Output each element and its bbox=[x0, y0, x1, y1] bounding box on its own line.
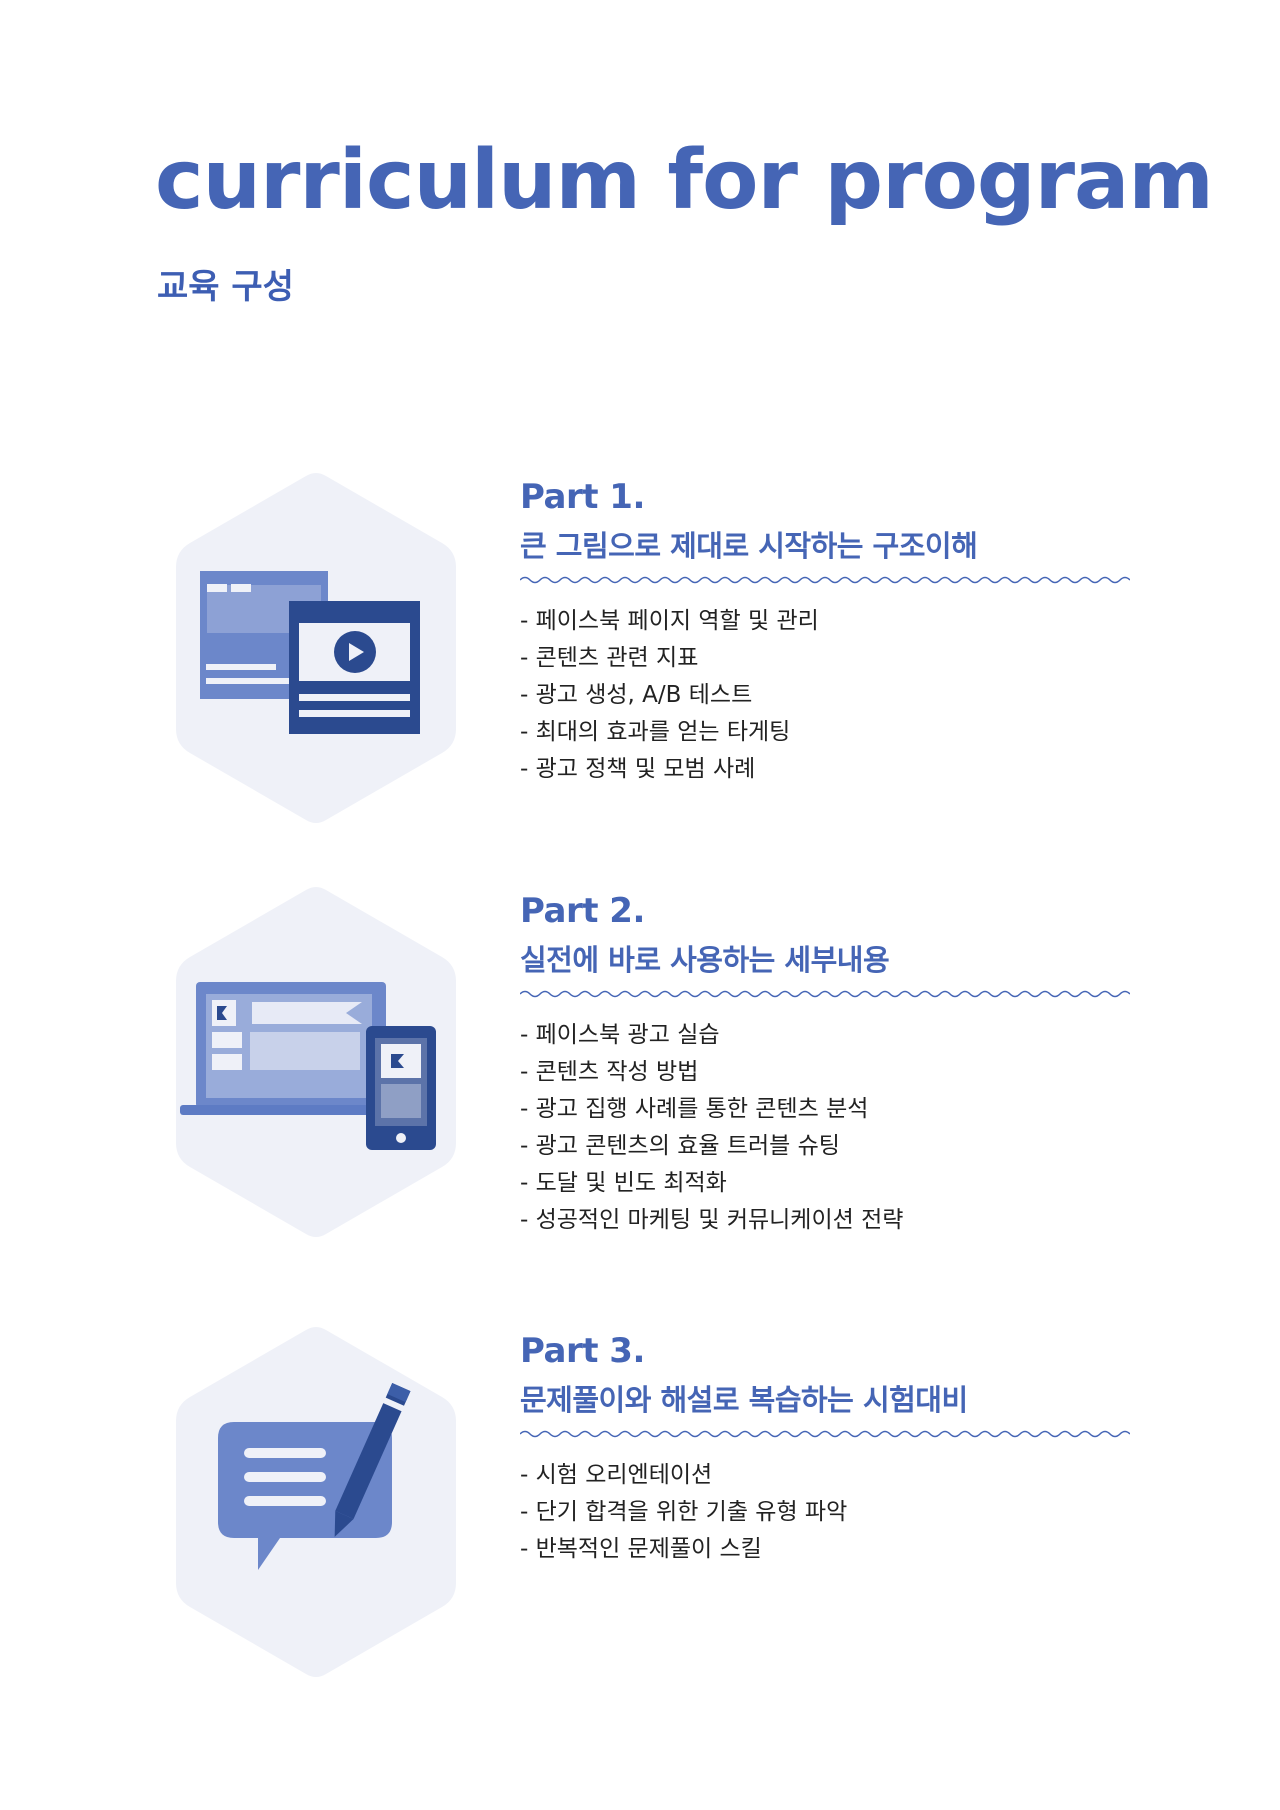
part-label: Part 1. bbox=[520, 477, 645, 517]
topic-list: - 시험 오리엔테이션 - 단기 합격을 위한 기출 유형 파악 - 반복적인 … bbox=[520, 1457, 1130, 1568]
list-item: - 시험 오리엔테이션 bbox=[520, 1462, 713, 1488]
part-heading: 문제풀이와 해설로 복습하는 시험대비 bbox=[520, 1383, 968, 1417]
list-item: - 반복적인 문제풀이 스킬 bbox=[520, 1536, 762, 1562]
list-item: - 최대의 효과를 얻는 타게팅 bbox=[520, 719, 791, 745]
topic-list: - 페이스북 페이지 역할 및 관리 - 콘텐츠 관련 지표 - 광고 생성, … bbox=[520, 603, 1130, 788]
list-item: - 도달 및 빈도 최적화 bbox=[520, 1170, 727, 1196]
wavy-divider bbox=[520, 1430, 1130, 1438]
hexagon-badge bbox=[150, 882, 462, 1242]
hexagon-badge bbox=[150, 468, 462, 828]
chat-pencil-icon bbox=[176, 1327, 456, 1677]
wavy-divider bbox=[520, 576, 1130, 584]
list-item: - 페이스북 페이지 역할 및 관리 bbox=[520, 608, 819, 634]
page-title: curriculum for program bbox=[155, 133, 1214, 228]
list-item: - 단기 합격을 위한 기출 유형 파악 bbox=[520, 1499, 848, 1525]
part-label: Part 3. bbox=[520, 1331, 645, 1371]
part-heading: 실전에 바로 사용하는 세부내용 bbox=[520, 943, 890, 977]
video-window-icon bbox=[176, 473, 456, 823]
laptop-phone-icon bbox=[176, 887, 456, 1237]
hexagon-badge bbox=[150, 1322, 462, 1682]
list-item: - 광고 정책 및 모범 사례 bbox=[520, 756, 756, 782]
part-label: Part 2. bbox=[520, 891, 645, 931]
list-item: - 광고 콘텐츠의 효율 트러블 슈팅 bbox=[520, 1133, 840, 1159]
part-heading: 큰 그림으로 제대로 시작하는 구조이해 bbox=[520, 529, 978, 563]
part-content: Part 3. 문제풀이와 해설로 복습하는 시험대비 - 시험 오리엔테이션 … bbox=[520, 1322, 1130, 1568]
list-item: - 성공적인 마케팅 및 커뮤니케이션 전략 bbox=[520, 1207, 904, 1233]
list-item: - 광고 집행 사례를 통한 콘텐츠 분석 bbox=[520, 1096, 869, 1122]
list-item: - 광고 생성, A/B 테스트 bbox=[520, 682, 753, 708]
part-content: Part 1. 큰 그림으로 제대로 시작하는 구조이해 - 페이스북 페이지 … bbox=[520, 468, 1130, 788]
list-item: - 콘텐츠 작성 방법 bbox=[520, 1059, 699, 1085]
part-content: Part 2. 실전에 바로 사용하는 세부내용 - 페이스북 광고 실습 - … bbox=[520, 882, 1130, 1239]
list-item: - 페이스북 광고 실습 bbox=[520, 1022, 720, 1048]
wavy-divider bbox=[520, 990, 1130, 998]
page-subtitle: 교육 구성 bbox=[157, 267, 294, 307]
topic-list: - 페이스북 광고 실습 - 콘텐츠 작성 방법 - 광고 집행 사례를 통한 … bbox=[520, 1017, 1130, 1239]
list-item: - 콘텐츠 관련 지표 bbox=[520, 645, 699, 671]
